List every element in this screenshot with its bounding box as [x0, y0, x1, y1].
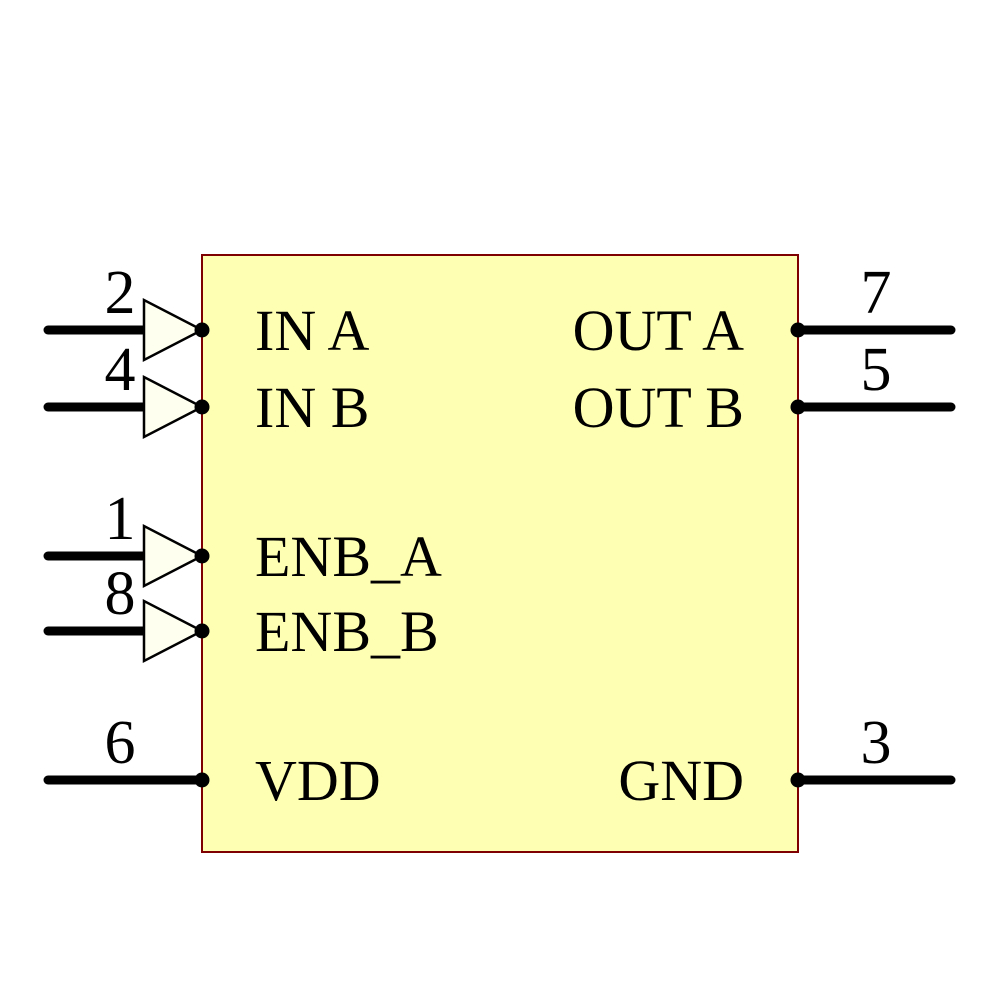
pin-connection-dot-out-b	[790, 399, 806, 415]
pin-label-enb-b: ENB_B	[255, 599, 439, 664]
pin-connection-dot-enb-a	[194, 548, 210, 564]
pin-number-out-b: 5	[861, 336, 892, 404]
dual-buffer-block-body[interactable]	[201, 254, 799, 853]
pin-numbers-layer: 2 4 1 8 6 7 5 3	[105, 259, 892, 777]
pin-number-vdd: 6	[105, 709, 136, 777]
pin-connection-dot-vdd	[194, 772, 210, 788]
input-arrow-enb-b	[142, 598, 205, 664]
pin-number-in-a: 2	[105, 259, 136, 327]
pin-connection-dot-enb-b	[194, 623, 210, 639]
wires-layer	[43, 325, 956, 785]
input-arrow-in-b	[142, 374, 205, 440]
pin-connection-dot-gnd	[790, 772, 806, 788]
pin-number-enb-a: 1	[105, 485, 136, 553]
pin-label-in-a: IN A	[255, 298, 370, 363]
pin-connection-dot-in-a	[194, 322, 210, 338]
pin-connection-dot-out-a	[790, 322, 806, 338]
pin-number-in-b: 4	[105, 336, 136, 404]
pin-label-out-a: OUT A	[573, 298, 744, 363]
pin-label-vdd: VDD	[255, 748, 381, 813]
input-arrow-enb-a	[142, 523, 205, 589]
pin-number-out-a: 7	[861, 259, 892, 327]
pin-labels-layer: IN A IN B ENB_A ENB_B VDD OUT A OUT B GND	[255, 298, 744, 813]
pin-label-in-b: IN B	[255, 375, 369, 440]
pin-connection-dot-in-b	[194, 399, 210, 415]
input-arrows-layer	[142, 297, 806, 788]
pin-label-out-b: OUT B	[573, 375, 744, 440]
pin-number-gnd: 3	[861, 709, 892, 777]
pin-label-enb-a: ENB_A	[255, 524, 442, 589]
input-arrow-in-a	[142, 297, 205, 363]
pin-number-enb-b: 8	[105, 560, 136, 628]
pin-label-gnd: GND	[618, 748, 744, 813]
